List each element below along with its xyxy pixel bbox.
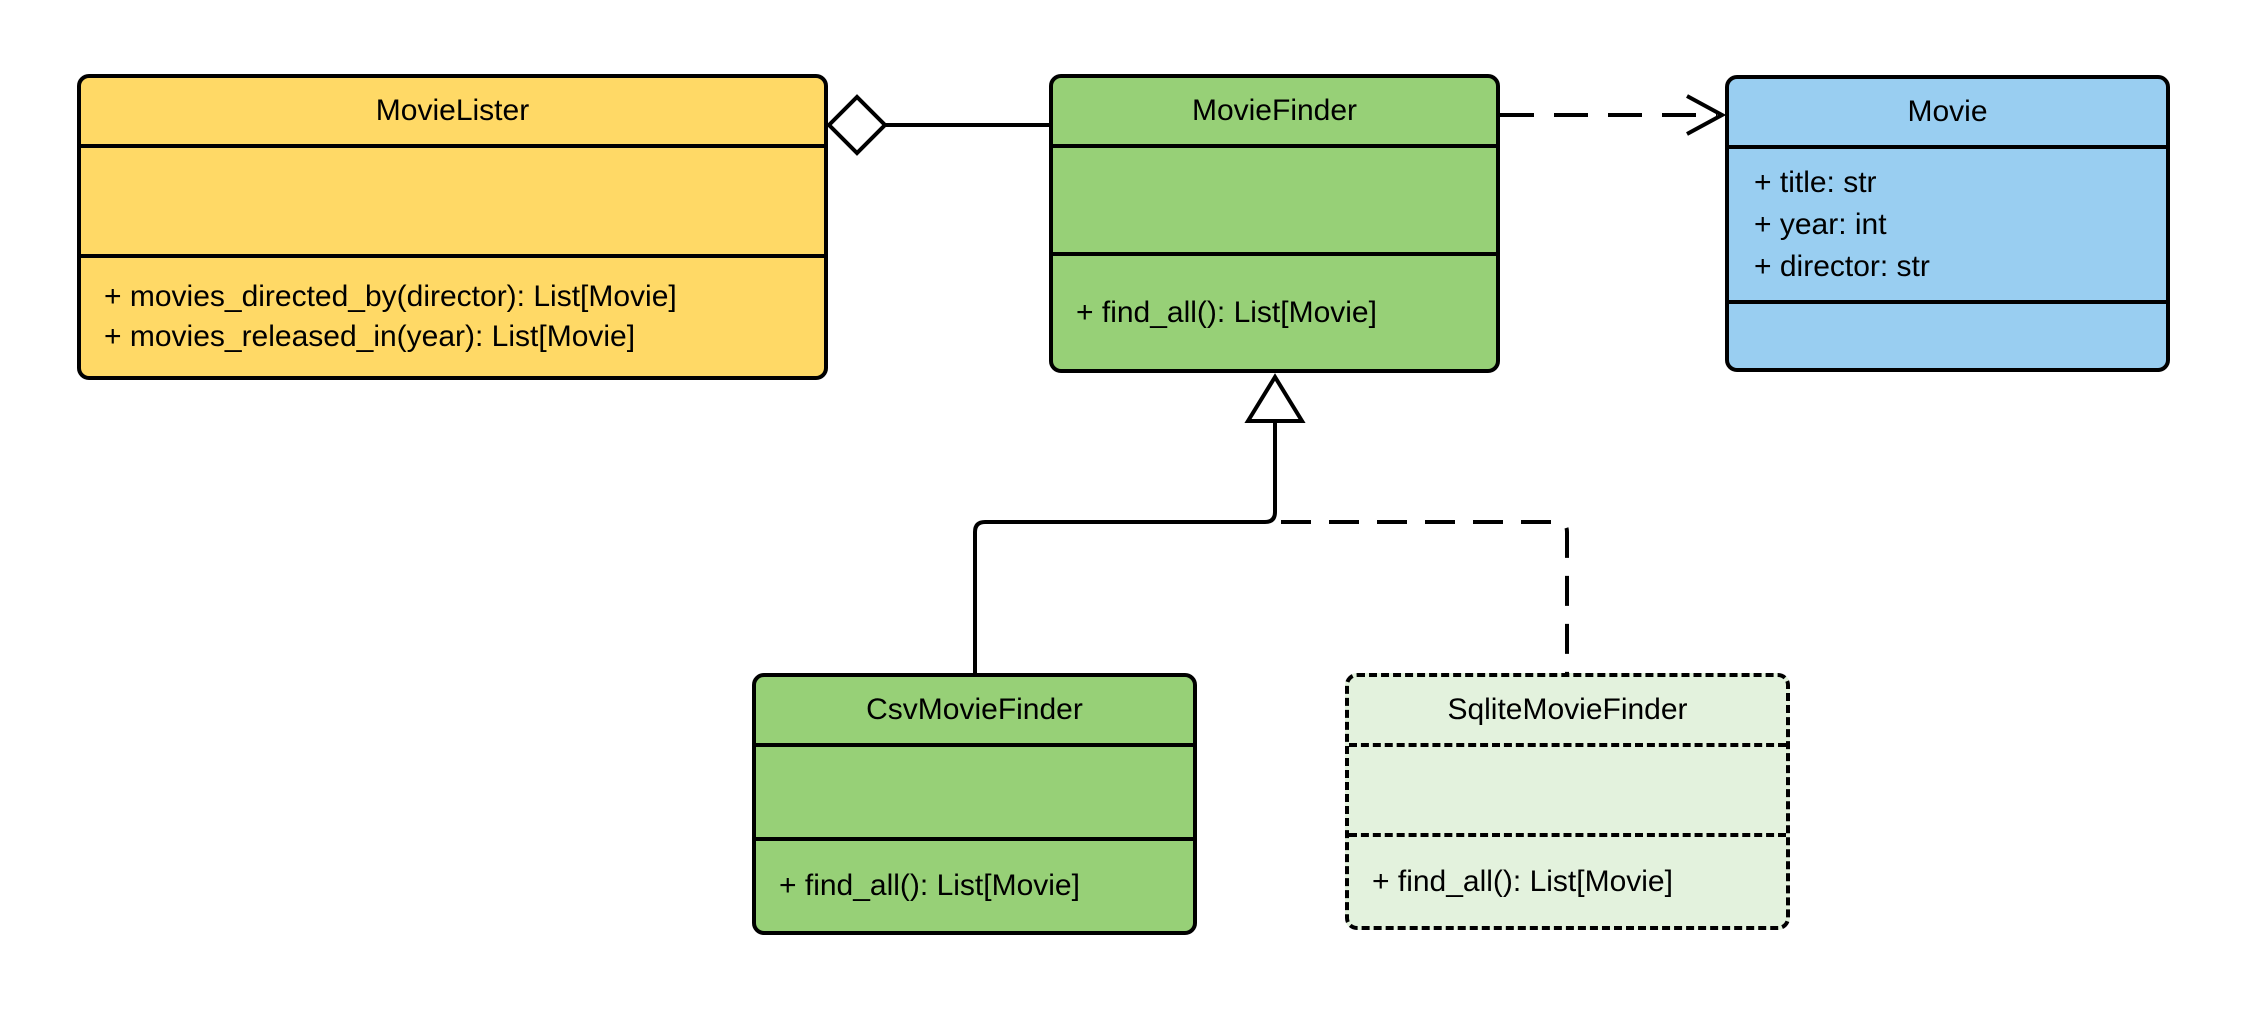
- class-moviefinder-attributes-compartment: [1053, 148, 1496, 256]
- method-item: + find_all(): List[Movie]: [1076, 295, 1377, 329]
- aggregation-diamond-icon: [826, 94, 888, 156]
- class-moviefinder: MovieFinder + find_all(): List[Movie]: [1049, 74, 1500, 373]
- class-sqlitemoviefinder-methods-compartment: + find_all(): List[Movie]: [1349, 837, 1786, 926]
- class-csvmoviefinder: CsvMovieFinder + find_all(): List[Movie]: [752, 673, 1197, 935]
- inheritance-connector-dashed: [1281, 520, 1569, 673]
- attribute-item: + year: int: [1754, 207, 1887, 241]
- method-item: + movies_directed_by(director): List[Mov…: [104, 280, 677, 313]
- class-movie-methods-compartment: [1729, 304, 2166, 368]
- aggregation-connector: [826, 94, 1050, 156]
- inheritance-dashed-line: [1281, 520, 1569, 673]
- class-sqlitemoviefinder-attributes-compartment: [1349, 747, 1786, 837]
- class-movie-title: Movie: [1729, 79, 2166, 149]
- class-movielister: MovieLister + movies_directed_by(directo…: [77, 74, 828, 380]
- attribute-item: + director: str: [1754, 249, 1930, 283]
- class-movie: Movie + title: str + year: int + directo…: [1725, 75, 2170, 372]
- class-csvmoviefinder-title: CsvMovieFinder: [756, 677, 1193, 747]
- class-movielister-methods-compartment: + movies_directed_by(director): List[Mov…: [81, 258, 824, 376]
- class-movie-attributes-compartment: + title: str + year: int + director: str: [1729, 149, 2166, 304]
- inheritance-connector-solid: [973, 373, 1306, 673]
- method-item: + find_all(): List[Movie]: [779, 869, 1080, 902]
- inheritance-triangle-icon: [1244, 373, 1306, 423]
- dependency-connector: [1500, 94, 1727, 136]
- class-movielister-attributes-compartment: [81, 148, 824, 258]
- dependency-arrowhead-icon: [1686, 94, 1727, 136]
- method-item: + find_all(): List[Movie]: [1372, 864, 1673, 898]
- method-item: + movies_released_in(year): List[Movie]: [104, 320, 636, 353]
- class-moviefinder-title: MovieFinder: [1053, 78, 1496, 148]
- attribute-item: + title: str: [1754, 165, 1877, 199]
- class-csvmoviefinder-methods-compartment: + find_all(): List[Movie]: [756, 841, 1193, 931]
- class-moviefinder-methods-compartment: + find_all(): List[Movie]: [1053, 256, 1496, 369]
- inheritance-solid-line: [973, 421, 1277, 673]
- class-csvmoviefinder-attributes-compartment: [756, 747, 1193, 841]
- class-sqlitemoviefinder: SqliteMovieFinder + find_all(): List[Mov…: [1345, 673, 1790, 930]
- class-sqlitemoviefinder-title: SqliteMovieFinder: [1349, 677, 1786, 747]
- class-movielister-title: MovieLister: [81, 78, 824, 148]
